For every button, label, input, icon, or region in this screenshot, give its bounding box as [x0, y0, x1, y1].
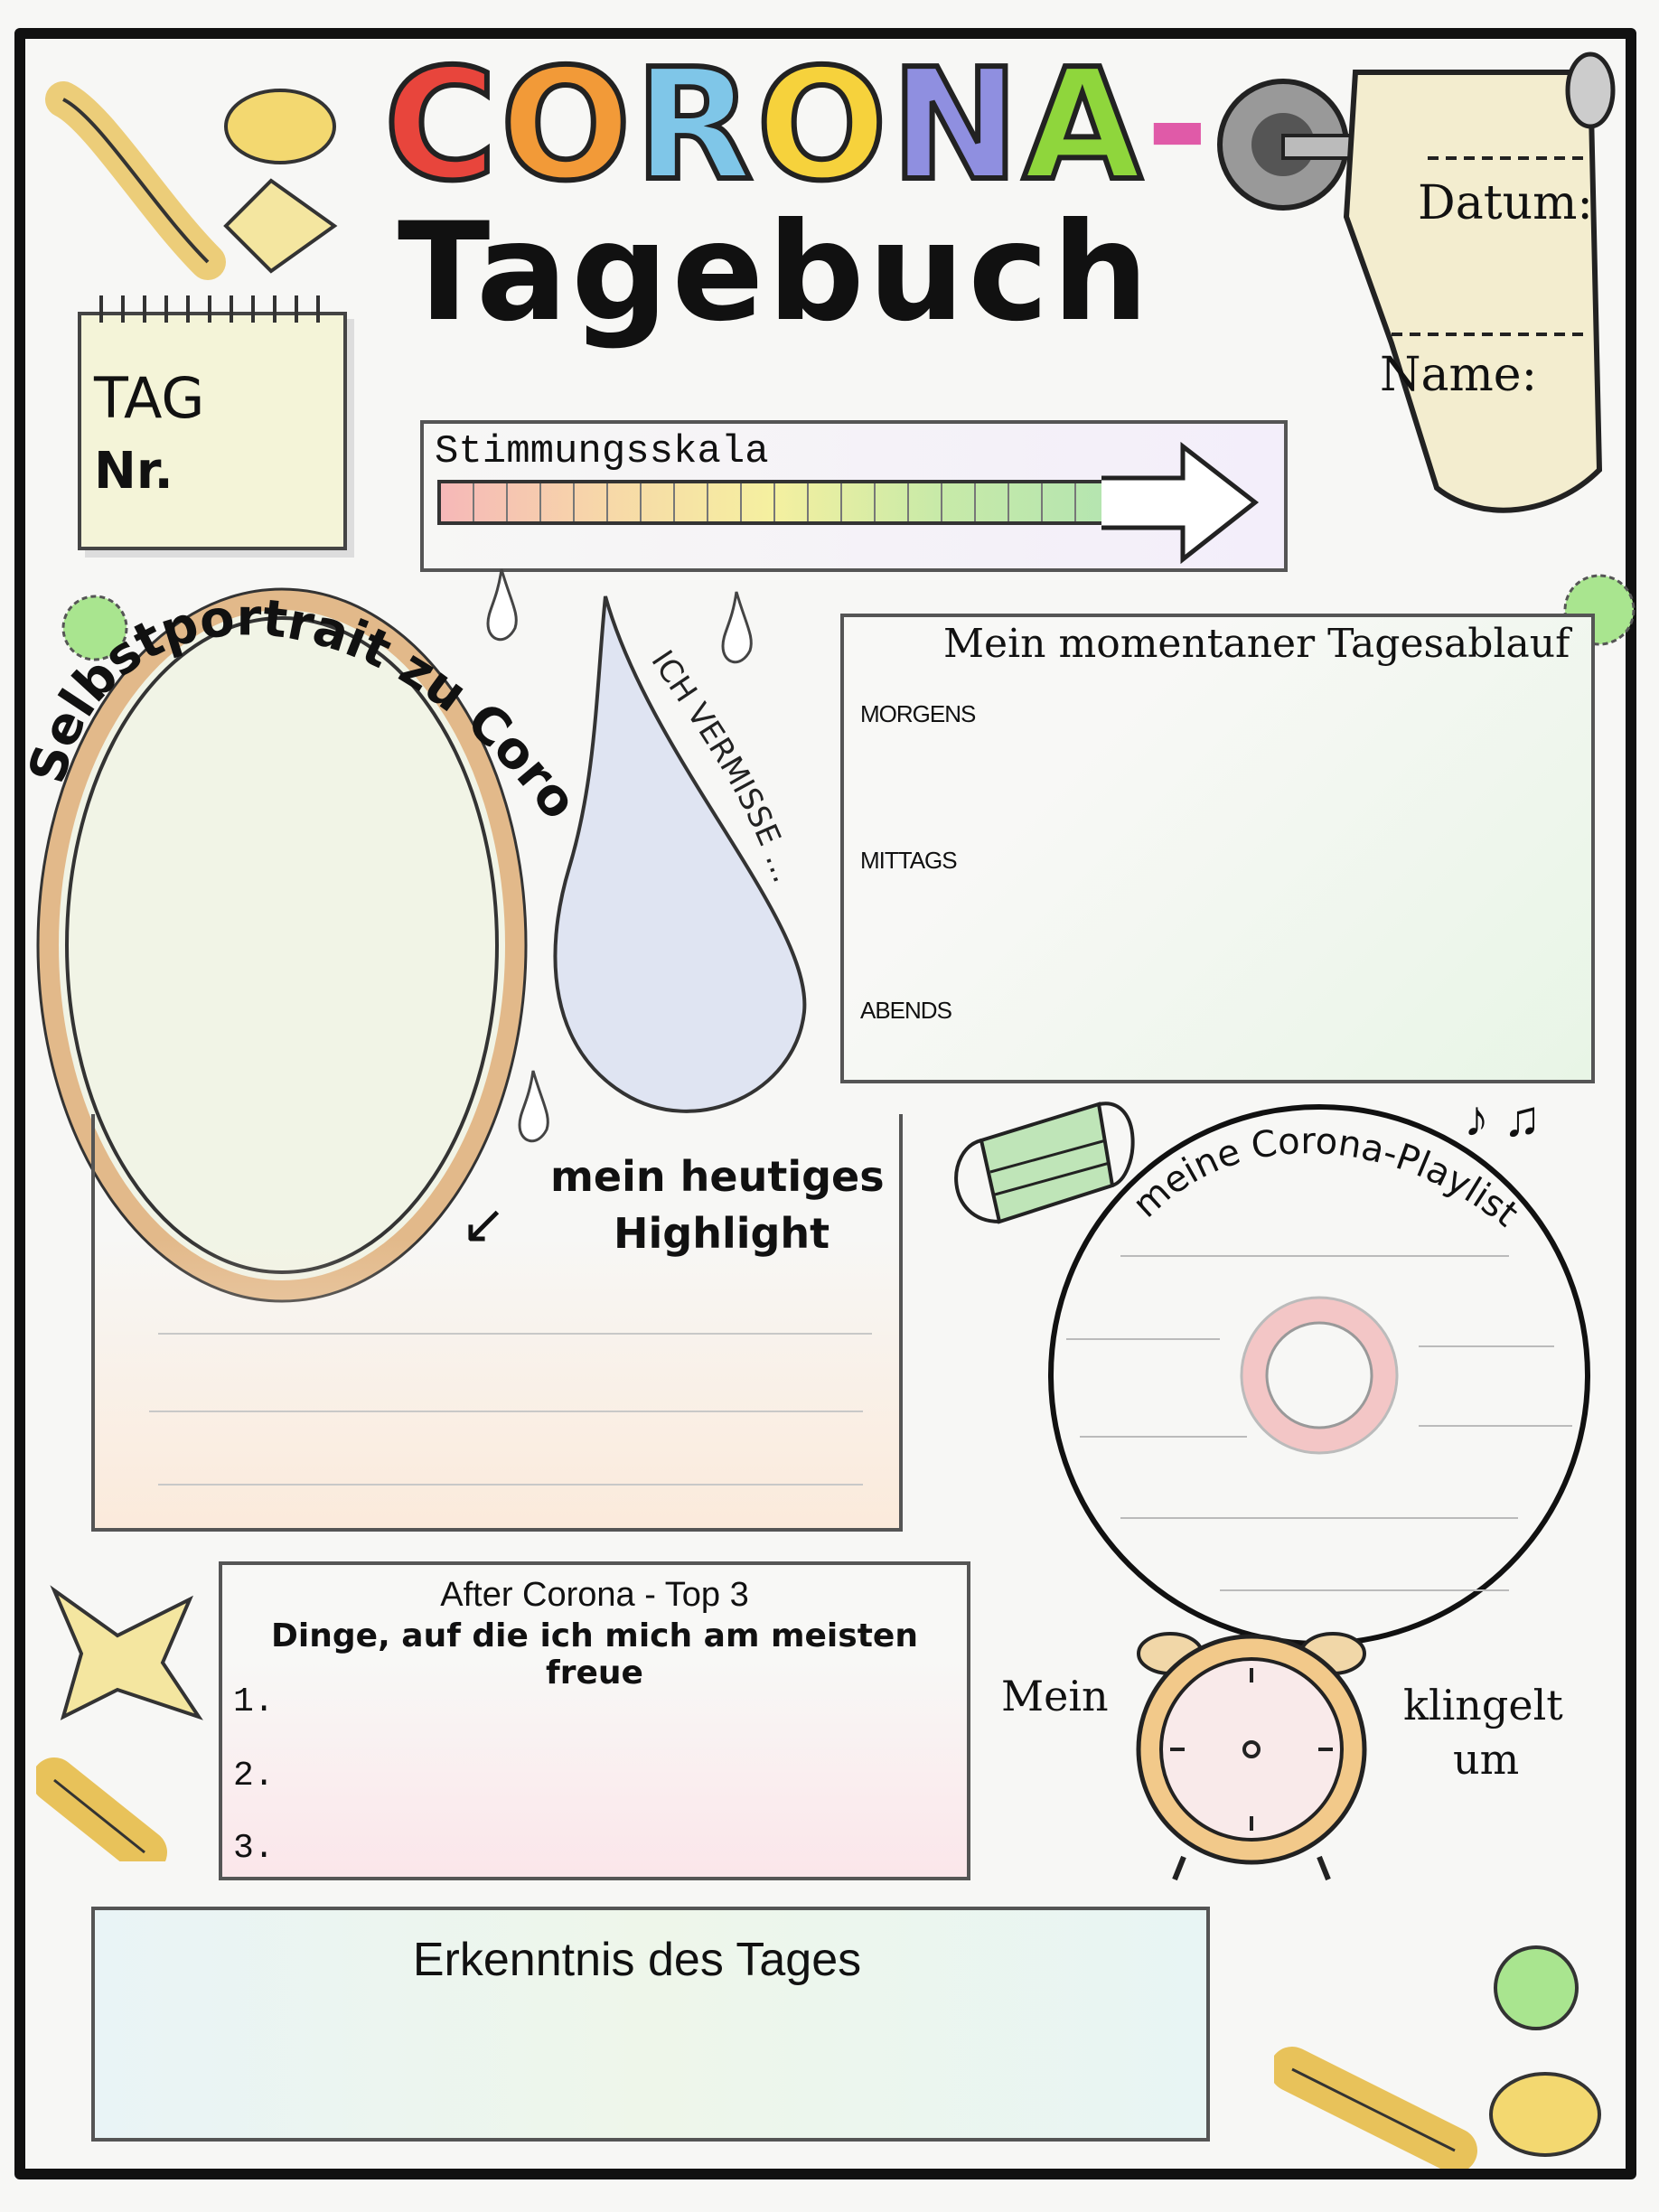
top3-panel[interactable]: After Corona - Top 3 Dinge, auf die ich …	[219, 1561, 970, 1880]
curly-arrow-icon: ↙	[461, 1194, 507, 1254]
date-label: Datum:	[1418, 176, 1593, 230]
alarm-clock-icon	[1136, 1632, 1367, 1881]
title-letter: O	[754, 33, 890, 218]
routine-slot-evening: ABENDS	[860, 997, 952, 1024]
playlist-cd[interactable]: meine Corona-Playlist	[1039, 1084, 1617, 1663]
toilet-roll-icon	[1217, 52, 1616, 513]
highlight-panel[interactable]	[91, 1114, 903, 1532]
routine-slot-morning: MORGENS	[860, 700, 976, 727]
highlight-label-line1: mein heutiges	[550, 1152, 885, 1201]
alarm-label-klingelt: klingelt	[1403, 1681, 1563, 1729]
arrow-right-icon	[1101, 442, 1260, 564]
spiral-binding	[90, 295, 334, 323]
pasta-decoration-icon	[45, 81, 338, 280]
day-number-calendar: TAG Nr.	[78, 295, 347, 550]
small-drop-icon	[486, 568, 518, 641]
writing-line	[149, 1411, 863, 1412]
pasta-decoration-icon	[36, 1585, 203, 1861]
top3-item-2: 2.	[233, 1757, 275, 1795]
mood-scale-label: Stimmungsskala	[435, 429, 769, 474]
title-corona: C O R O N A -	[381, 33, 1210, 218]
title-letter: C	[381, 33, 500, 218]
writing-line	[158, 1333, 872, 1335]
title-tagebuch: Tagebuch	[398, 194, 1153, 351]
pasta-decoration-icon	[1274, 1945, 1601, 2169]
virus-icon	[61, 595, 128, 661]
music-notes-icon: ♪ ♫	[1464, 1090, 1542, 1147]
title-letter: O	[498, 33, 634, 218]
top3-item-1: 1.	[233, 1682, 275, 1721]
writing-line	[158, 1484, 863, 1486]
daily-routine-panel[interactable]: Mein momentaner Tagesablauf MORGENS MITT…	[840, 614, 1595, 1083]
top3-title: After Corona - Top 3	[440, 1576, 749, 1614]
title-letter: N	[888, 33, 1022, 218]
top3-item-3: 3.	[233, 1829, 275, 1868]
alarm-label-um: um	[1453, 1735, 1520, 1784]
daily-routine-title: Mein momentaner Tagesablauf	[943, 621, 1570, 667]
title-letter: A	[1020, 33, 1145, 218]
mood-scale-panel: Stimmungsskala	[420, 420, 1288, 572]
routine-slot-noon: MITTAGS	[860, 847, 958, 874]
face-mask-icon	[954, 1101, 1135, 1224]
number-label: Nr.	[94, 442, 173, 501]
mood-scale-bar[interactable]	[437, 480, 1106, 525]
page-frame	[14, 28, 1636, 2179]
day-label: TAG	[94, 365, 205, 431]
insight-panel[interactable]: Erkenntnis des Tages	[91, 1907, 1210, 2142]
highlight-label-line2: Highlight	[614, 1209, 830, 1258]
title-letter: R	[632, 33, 755, 218]
top3-subtitle: Dinge, auf die ich mich am meisten freue	[271, 1617, 918, 1692]
alarm-label-mein: Mein	[1001, 1672, 1109, 1720]
missing-things-drop[interactable]: ICH VERMISSE ...	[542, 578, 831, 1139]
name-label: Name:	[1380, 348, 1538, 402]
insight-title: Erkenntnis des Tages	[412, 1934, 862, 1986]
small-drop-icon	[721, 591, 753, 663]
title-letter: -	[1145, 36, 1210, 215]
